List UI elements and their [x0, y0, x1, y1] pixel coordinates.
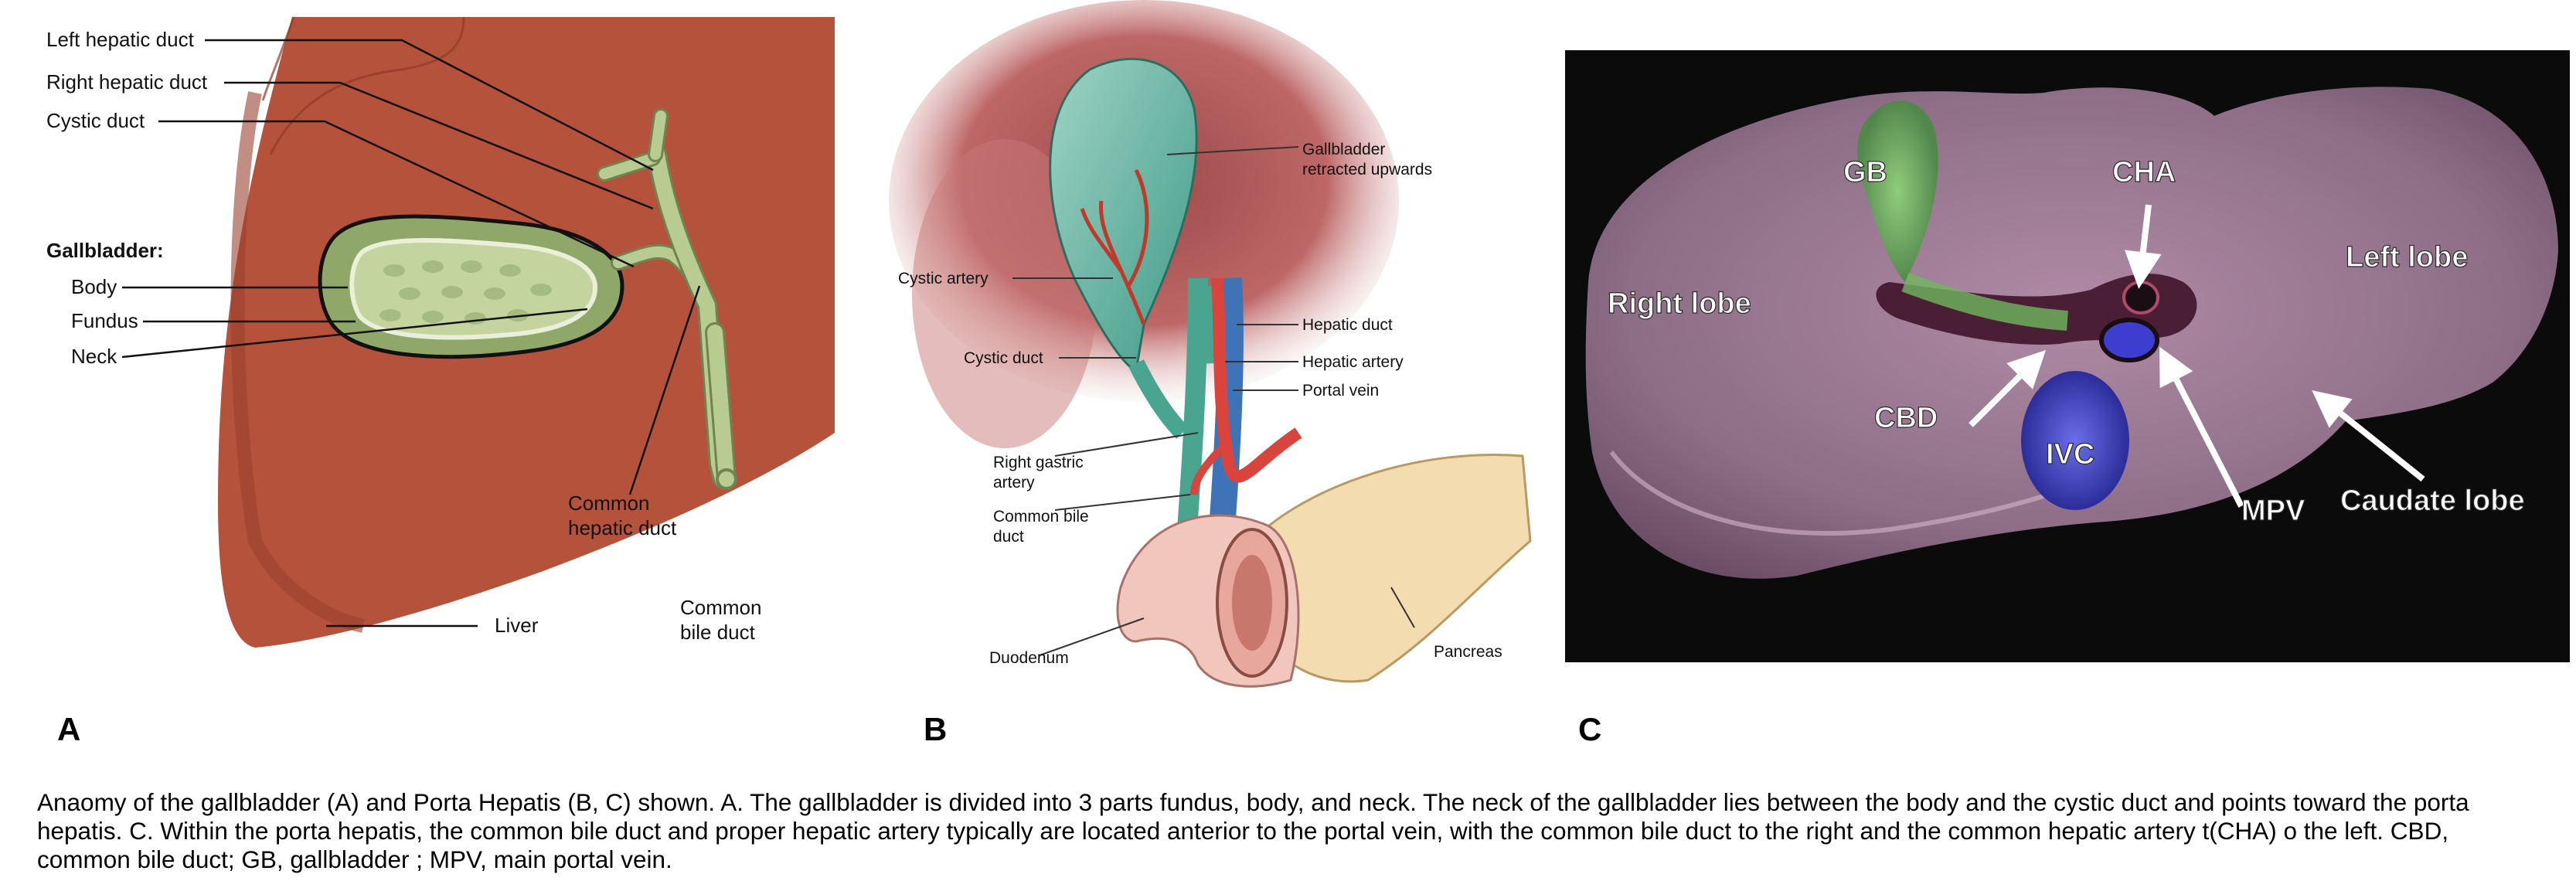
panel-letter-b: B [924, 711, 948, 747]
right-gastric-artery [1190, 437, 1232, 495]
label-caudate-lobe: Caudate lobe [2340, 485, 2525, 517]
label-cbd: CBD [1874, 402, 1938, 434]
label-gb: GB [1843, 156, 1887, 189]
label-body: Body [71, 275, 117, 298]
label-liver: Liver [495, 614, 539, 637]
liver-lower-lobe [912, 139, 1097, 448]
ivc-vessel [2021, 371, 2129, 510]
panel-c-ct-image: GB CHA Left lobe Right lobe CBD IVC MPV … [1565, 50, 2570, 662]
label-left-hepatic-duct: Left hepatic duct [46, 28, 195, 51]
liver-fissure [261, 16, 465, 155]
label-common-hepatic-duct-line1: Common [568, 492, 649, 515]
label-right-hepatic-duct: Right hepatic duct [46, 70, 208, 94]
liver-shading [230, 91, 365, 633]
gallbladder-drawing [318, 214, 624, 359]
hepatic-artery [1211, 277, 1302, 483]
label-right-gastric-line1: Right gastric [993, 454, 1084, 471]
panel-a-diagram: Left hepatic duct Right hepatic duct Cys… [46, 16, 835, 648]
cbd-ct [1901, 272, 2068, 331]
hepatic-duct-branch [1203, 285, 1220, 364]
panel-b-diagram: Gallbladder retracted upwards Cystic art… [889, 0, 1532, 688]
gallbladder-ct [1857, 100, 1938, 282]
label-left-lobe: Left lobe [2346, 241, 2468, 274]
duodenum-inner [1232, 555, 1272, 651]
label-gallbladder-heading: Gallbladder: [46, 239, 164, 262]
common-bile-duct [1176, 277, 1208, 542]
duct-system [597, 108, 737, 489]
cystic-artery-branches [1080, 168, 1149, 325]
label-common-bile-duct-line2: bile duct [680, 621, 756, 644]
label-common-hepatic-duct-line2: hepatic duct [568, 516, 677, 539]
label-common-bile-line2: duct [993, 528, 1024, 546]
label-cystic-artery: Cystic artery [898, 270, 989, 287]
mpv-vessel [2099, 318, 2159, 362]
label-cystic-duct-b: Cystic duct [964, 349, 1043, 367]
label-gallbladder-retracted-line1: Gallbladder [1302, 141, 1385, 158]
label-mpv: MPV [2241, 495, 2305, 527]
label-common-bile-duct-line1: Common [680, 596, 761, 619]
label-hepatic-duct: Hepatic duct [1302, 316, 1393, 334]
label-duodenum: Duodenum [989, 649, 1069, 667]
panel-letter-c: C [1578, 711, 1602, 747]
label-common-bile-line1: Common bile [993, 508, 1089, 526]
label-ivc: IVC [2046, 438, 2094, 471]
label-fundus: Fundus [71, 309, 138, 332]
ct-arrows [1969, 204, 2425, 508]
panel-letter-a: A [57, 711, 81, 747]
label-neck: Neck [71, 345, 117, 368]
label-right-gastric-line2: artery [993, 474, 1035, 492]
pancreas-shape [1251, 453, 1532, 683]
label-portal-vein: Portal vein [1302, 382, 1379, 400]
panel-b-leader-lines [1012, 146, 1415, 656]
label-right-lobe: Right lobe [1608, 287, 1751, 320]
label-cha: CHA [2112, 156, 2176, 189]
label-gallbladder-retracted-line2: retracted upwards [1302, 161, 1432, 179]
label-cystic-duct: Cystic duct [46, 109, 145, 132]
label-pancreas: Pancreas [1434, 643, 1502, 661]
label-hepatic-artery: Hepatic artery [1302, 353, 1404, 371]
figure-caption: Anaomy of the gallbladder (A) and Porta … [37, 788, 2469, 873]
cystic-duct [1128, 359, 1189, 439]
portal-vein [1208, 277, 1244, 543]
panel-a-leader-lines [121, 39, 701, 628]
common-bile-duct-end [716, 468, 737, 490]
cha-vessel [2122, 281, 2159, 315]
